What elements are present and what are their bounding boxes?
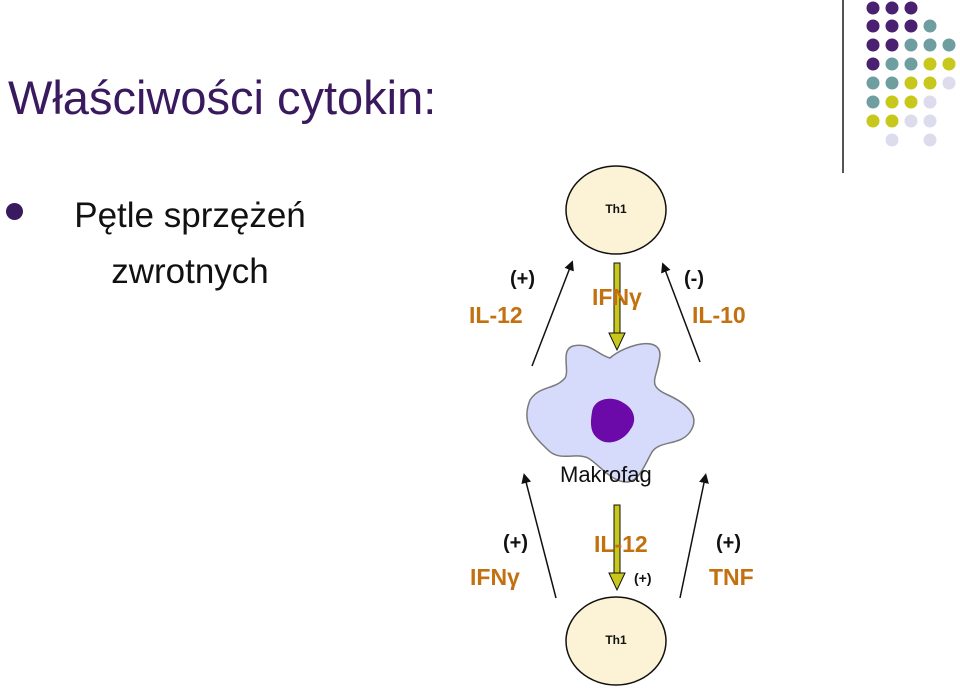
cytokine-il10: IL-10 [692,302,746,329]
slide-title: Właściwości cytokin: [8,70,436,125]
decor-dot [924,96,937,109]
decor-dot [905,58,918,71]
decor-dot [867,115,880,128]
cytokine-il12-bottom: IL-12 [594,531,648,558]
decor-dot [886,58,899,71]
cytokine-ifng-bottom: IFNγ [470,564,520,591]
cytokine-il12-top: IL-12 [469,302,523,329]
decor-dot [905,77,918,90]
decor-dot [924,58,937,71]
decor-dot [924,20,937,33]
decor-dot [905,39,918,52]
cytokine-ifng-top: IFNγ [592,284,642,311]
macrophage-label: Makrofag [560,462,652,488]
decor-dot [905,115,918,128]
arrow-il12-up [532,265,571,366]
decor-dot [867,58,880,71]
decorative-dot-grid [867,2,956,147]
decor-dot [943,77,956,90]
th1-label-bottom: Th1 [566,633,666,647]
decor-dot [867,2,880,15]
decor-dot [886,20,899,33]
decor-dot [886,77,899,90]
decor-dot [905,2,918,15]
decor-dot [924,77,937,90]
decor-dot [943,58,956,71]
sign-bottom-right: (+) [716,532,741,555]
sign-top-right: (-) [684,268,704,291]
decor-dot [886,2,899,15]
arrow-tnf-up [680,478,705,598]
bullet-text: Pętle sprzężeń zwrotnych [40,188,340,300]
decor-dot [867,20,880,33]
decor-dot [905,96,918,109]
th1-label-top: Th1 [566,202,666,216]
bullet-label: Pętle sprzężeń zwrotnych [40,188,340,300]
decor-dot [867,96,880,109]
decor-dot [886,96,899,109]
decor-dot [867,77,880,90]
decor-dot [943,39,956,52]
decor-dot [867,39,880,52]
decor-dot [905,20,918,33]
decor-dot [924,134,937,147]
decor-dot [886,115,899,128]
sign-bottom-left: (+) [503,532,528,555]
decor-dot [924,115,937,128]
decor-dot [924,39,937,52]
decor-dot [886,134,899,147]
cytokine-tnf: TNF [709,564,754,591]
bullet-icon [6,203,23,220]
sign-bottom-center: (+) [634,570,652,586]
decor-dot [886,39,899,52]
arrow-ifng-up [525,478,556,598]
sign-top-left: (+) [510,268,535,291]
